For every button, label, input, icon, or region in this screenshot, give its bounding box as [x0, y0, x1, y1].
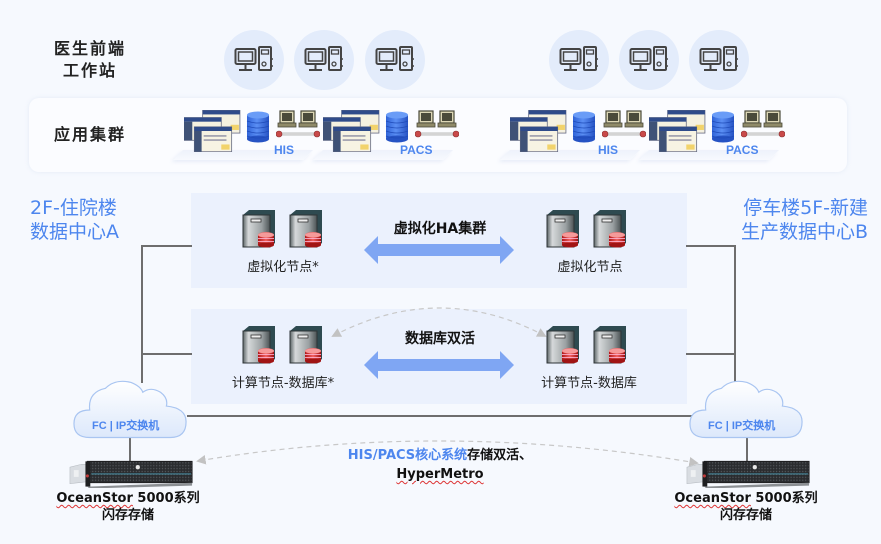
storage-right-line2: 闪存存储 [719, 508, 772, 523]
bidirectional-arrow-icon [364, 351, 514, 379]
workstation-5 [619, 30, 679, 90]
datacenter-b-line2: 生产数据中心B [740, 221, 868, 243]
virtualization-ha-label: 虚拟化HA集群 [393, 221, 487, 237]
datacenter-a-line1: 2F-住院楼 [30, 197, 117, 219]
bidirectional-arrow-icon [364, 236, 514, 264]
switch-cloud-left: FC | IP交换机 [72, 378, 190, 440]
datacenter-a-line2: 数据中心A [30, 221, 119, 243]
storage-left-line2: 闪存存储 [101, 508, 154, 523]
switch-left-label: FC | IP交换机 [92, 420, 160, 432]
app-label-his: HIS [274, 143, 295, 157]
connector-line [686, 245, 736, 247]
hypermetro-label: HIS/PACS核心系统存储双活、 HyperMetro [300, 446, 580, 484]
app-label-pacs: PACS [400, 143, 433, 157]
hypermetro-desc: 存储双活、 [467, 448, 533, 463]
workstation-4 [549, 30, 609, 90]
virtualization-node-left-label: 虚拟化节点* [247, 260, 319, 275]
frontend-label-line1: 医生前端 [53, 39, 126, 58]
workstation-3 [365, 30, 425, 90]
storage-right-label: OceanStor 5000系列 闪存存储 [666, 490, 826, 524]
app-label-pacs: PACS [726, 143, 759, 157]
frontend-row-label: 医生前端 工作站 [40, 38, 140, 82]
database-node-right-label: 计算节点-数据库 [541, 376, 637, 391]
connector-line [734, 245, 736, 383]
datacenter-a-label: 2F-住院楼 数据中心A [30, 196, 119, 244]
workstation-1 [224, 30, 284, 90]
datacenter-b-line1: 停车楼5F-新建 [743, 197, 868, 219]
virtualization-node-right-label: 虚拟化节点 [557, 260, 623, 275]
hypermetro-name: HyperMetro [396, 467, 484, 482]
workstation-2 [294, 30, 354, 90]
storage-left-series: 5000系列 [132, 491, 200, 506]
storage-right-brand: OceanStor [674, 491, 751, 506]
switch-cloud-right: FC | IP交换机 [688, 378, 806, 440]
connector-line [746, 436, 748, 462]
connector-line [129, 436, 131, 462]
workstation-6 [689, 30, 749, 90]
connector-line [187, 415, 692, 417]
storage-left-brand: OceanStor [56, 491, 133, 506]
switch-right-label: FC | IP交换机 [708, 420, 776, 432]
app-label-his: HIS [598, 143, 619, 157]
storage-left-label: OceanStor 5000系列 闪存存储 [48, 490, 208, 524]
storage-array-icon [68, 458, 194, 488]
connector-line [686, 353, 736, 355]
storage-array-icon [685, 458, 811, 488]
datacenter-b-label: 停车楼5F-新建 生产数据中心B [733, 196, 868, 244]
connector-line [141, 245, 143, 383]
app-cluster-label: 应用集群 [53, 125, 126, 144]
database-node-left-label: 计算节点-数据库* [231, 376, 335, 391]
frontend-label-line2: 工作站 [62, 61, 117, 80]
hypermetro-systems: HIS/PACS核心系统 [347, 448, 468, 463]
connector-line [141, 245, 192, 247]
storage-right-series: 5000系列 [750, 491, 818, 506]
connector-line [141, 353, 192, 355]
